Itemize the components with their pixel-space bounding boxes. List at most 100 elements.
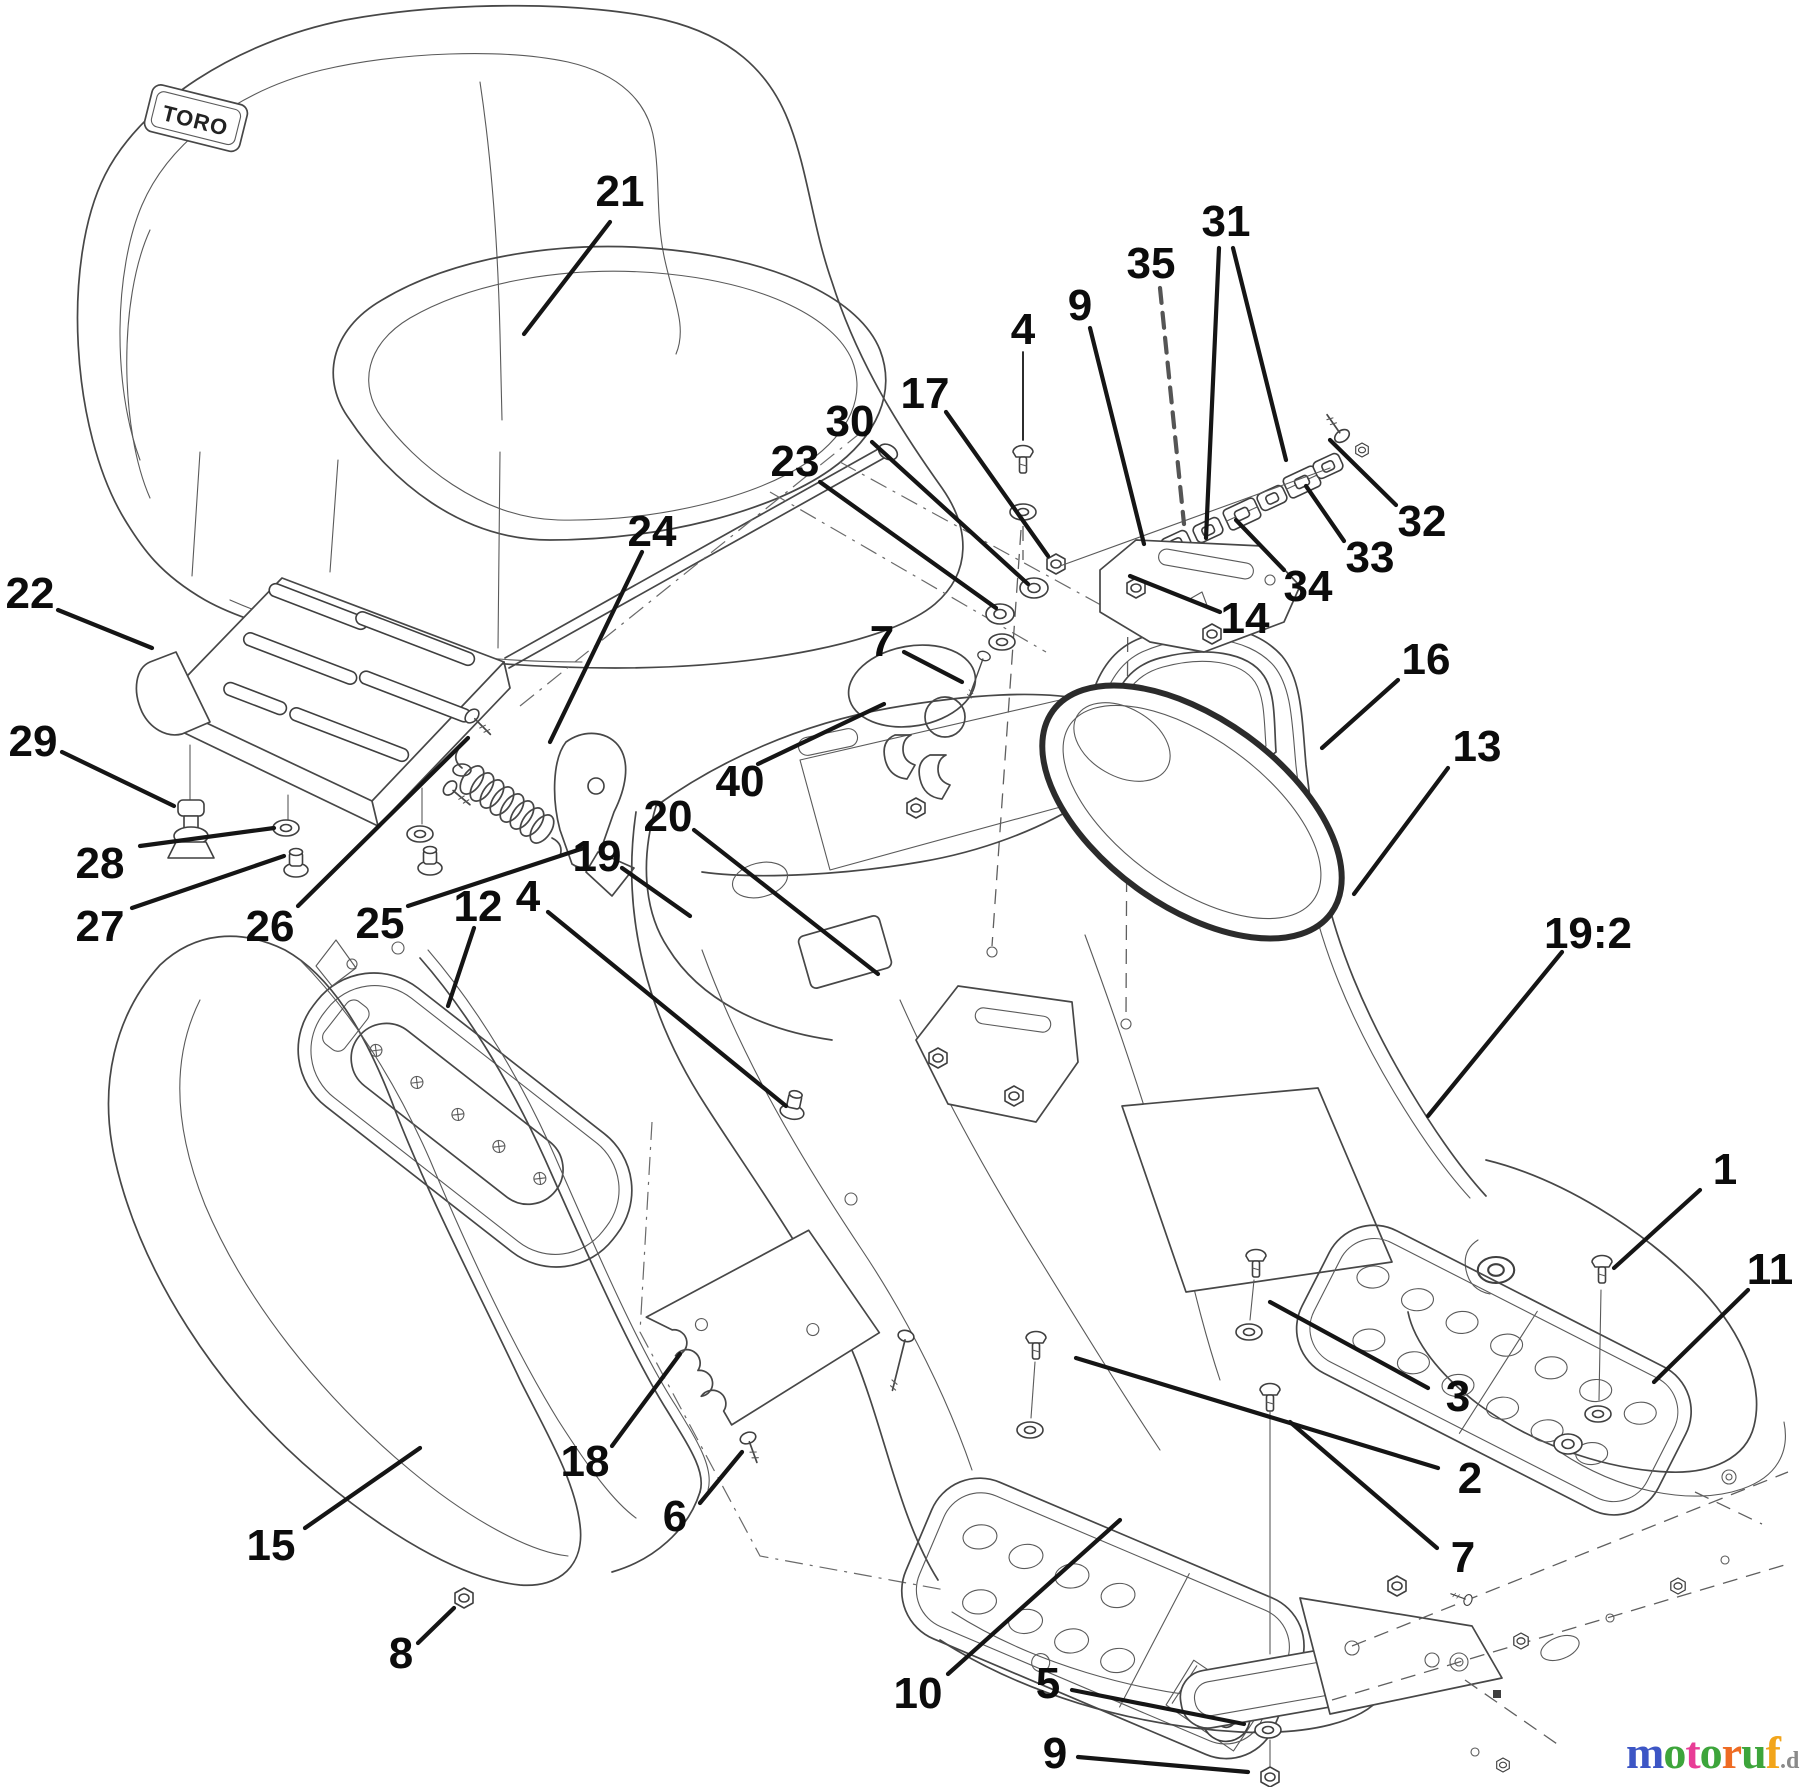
watermark-letter: f	[1765, 1727, 1781, 1778]
watermark-letter: m	[1626, 1727, 1664, 1778]
callout-40: 40	[716, 757, 765, 806]
leader-line-24	[547, 549, 645, 745]
callout-9: 9	[1043, 1729, 1067, 1778]
callout-28: 28	[76, 839, 125, 888]
screw-1	[1591, 1254, 1613, 1284]
callout-7: 7	[1451, 1533, 1475, 1582]
callout-15: 15	[247, 1521, 296, 1570]
leader-line-7	[1287, 1419, 1440, 1551]
motoruf-watermark[interactable]: motoruf.de	[1626, 1726, 1800, 1779]
leader-line-28	[137, 825, 277, 849]
leader-line-9	[1087, 325, 1147, 547]
screw-4-top	[1012, 444, 1034, 474]
leader-line-6	[697, 1449, 745, 1506]
latch-bracket	[553, 732, 635, 897]
leader-line-13	[1351, 765, 1451, 897]
leader-line-18	[609, 1351, 683, 1449]
screw-32	[1319, 409, 1353, 446]
leader-line-22	[55, 607, 155, 651]
seat-latch-spring	[454, 705, 635, 897]
screw-7-top	[961, 648, 993, 701]
callout-14: 14	[1221, 594, 1270, 643]
leader-line-29	[59, 749, 177, 809]
callout-1: 1	[1713, 1145, 1737, 1194]
leader-line-35	[1157, 285, 1187, 527]
console-trim	[297, 972, 633, 1268]
callout-6: 6	[663, 1492, 687, 1541]
seat-part: TORO	[76, 4, 964, 669]
hitch-assembly	[1179, 1382, 1789, 1787]
left-fender	[107, 935, 710, 1609]
callout-4: 4	[516, 872, 541, 921]
leader-line-14	[1127, 573, 1223, 615]
clip-31	[1310, 451, 1346, 481]
leader-line-8	[415, 1605, 457, 1646]
screw-6	[737, 1429, 766, 1467]
callout-16: 16	[1402, 635, 1451, 684]
callout-3: 3	[1446, 1372, 1470, 1421]
watermark-letter: o	[1663, 1727, 1686, 1778]
right-footrest	[1295, 1159, 1786, 1516]
callout-9: 9	[1068, 281, 1092, 330]
callout-32: 32	[1398, 497, 1447, 546]
leader-line-20	[691, 827, 881, 977]
callout-25: 25	[356, 899, 405, 948]
hinge-hardware-cluster	[961, 409, 1369, 701]
leader-line-11	[1651, 1287, 1751, 1385]
tank-opening	[1039, 682, 1345, 942]
callout-34: 34	[1284, 562, 1333, 611]
panel-19-2	[1121, 1087, 1393, 1293]
callout-8: 8	[389, 1629, 413, 1678]
leader-line-26	[295, 735, 471, 909]
leader-line-16	[1319, 677, 1401, 751]
callout-7: 7	[870, 617, 894, 666]
callout-18: 18	[561, 1437, 610, 1486]
washer-5	[1254, 1721, 1282, 1739]
leader-line-4	[545, 909, 789, 1109]
leader-line-12	[445, 925, 477, 1009]
leader-line-9	[1075, 1754, 1251, 1775]
callout-20: 20	[644, 792, 693, 841]
callout-12: 12	[454, 882, 503, 931]
seat-mount-plate	[135, 577, 511, 878]
toro-logo-patch: TORO	[143, 84, 249, 153]
leader-line-3	[1267, 1299, 1431, 1391]
leader-line-32	[1327, 437, 1399, 508]
leader-line-2	[1073, 1355, 1441, 1471]
callout-4: 4	[1011, 305, 1036, 354]
leader-line-31	[1230, 245, 1289, 463]
callout-35: 35	[1127, 239, 1176, 288]
callout-2: 2	[1458, 1454, 1482, 1503]
leader-line-19	[619, 865, 693, 919]
fender-nut-8	[454, 1587, 474, 1609]
leader-line-33	[1303, 483, 1347, 544]
decal-20	[797, 915, 893, 989]
callout-10: 10	[894, 1669, 943, 1718]
callout-27: 27	[76, 902, 125, 951]
adjust-knob	[167, 799, 215, 859]
leader-line-5	[1069, 1687, 1247, 1727]
leader-line-25	[405, 845, 587, 909]
leader-line-19:2	[1425, 949, 1565, 1119]
callout-17: 17	[901, 369, 950, 418]
watermark-letter: t	[1685, 1727, 1700, 1778]
body-assembly	[519, 429, 1516, 1591]
leader-line-34	[1233, 517, 1287, 573]
leader-line-7	[901, 649, 965, 685]
watermark-letter: o	[1699, 1727, 1723, 1778]
callout-19: 19	[573, 832, 622, 881]
leader-line-21	[521, 219, 613, 337]
watermark-letter: r	[1721, 1727, 1742, 1778]
watermark-suffix: .de	[1780, 1748, 1800, 1774]
screw-7-bottom	[1259, 1382, 1281, 1412]
callout-24: 24	[628, 507, 677, 556]
bushing-23	[985, 603, 1015, 625]
callout-26: 26	[246, 902, 295, 951]
leader-line-1	[1611, 1187, 1703, 1271]
callout-13: 13	[1453, 722, 1502, 771]
callout-5: 5	[1036, 1659, 1060, 1708]
leader-line-23	[817, 479, 999, 611]
